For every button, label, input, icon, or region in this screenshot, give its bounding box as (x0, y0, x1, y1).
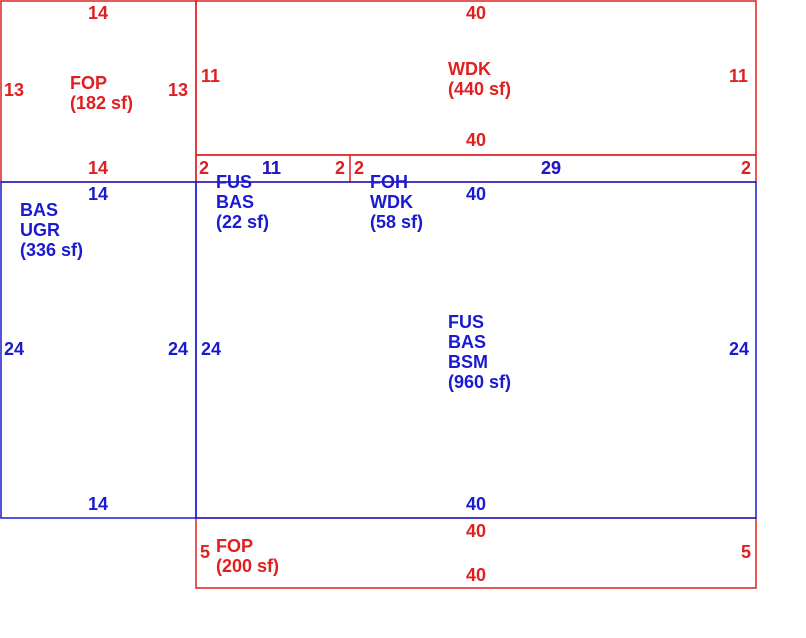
fus-bas-bsm-label-4: (960 sf) (448, 372, 511, 392)
bas-ugr-label-3: (336 sf) (20, 240, 83, 260)
fop-top-label-2: (182 sf) (70, 93, 133, 113)
dim-fop-bottom-left: 5 (200, 542, 210, 562)
foh-wdk-label-2: WDK (370, 192, 413, 212)
dim-fop-top-bottom: 14 (88, 158, 108, 178)
dim-main-top: 40 (466, 184, 486, 204)
dim-wdk-right: 11 (729, 66, 748, 86)
bas-ugr-label-1: BAS (20, 200, 58, 220)
fop-bottom-label-1: FOP (216, 536, 253, 556)
dim-strip-left: 2 (199, 158, 209, 178)
dim-strip-right: 2 (741, 158, 751, 178)
dim-wdk-top: 40 (466, 3, 486, 23)
main-outline (195, 181, 757, 519)
fop-top-label-1: FOP (70, 73, 107, 93)
dim-main-bottom: 40 (466, 494, 486, 514)
dim-fop-top-left: 13 (4, 80, 24, 100)
fus-bas-bsm-label-1: FUS (448, 312, 484, 332)
dim-fop-bottom-bottom: 40 (466, 565, 486, 585)
dim-wdk-left: 11 (201, 66, 220, 86)
fus-bas-small-label-2: BAS (216, 192, 254, 212)
dim-strip-mid-left: 2 (354, 158, 364, 178)
foh-wdk-label-1: FOH (370, 172, 408, 192)
fus-bas-bsm-label-2: BAS (448, 332, 486, 352)
wdk-label-1: WDK (448, 59, 491, 79)
wdk-label-2: (440 sf) (448, 79, 511, 99)
fop-bottom-label-2: (200 sf) (216, 556, 279, 576)
dim-fop-bottom-top: 40 (466, 521, 486, 541)
dim-bas-bottom: 14 (88, 494, 108, 514)
fus-bas-small-label-1: FUS (216, 172, 252, 192)
foh-wdk-label-3: (58 sf) (370, 212, 423, 232)
dim-bas-top: 14 (88, 184, 108, 204)
dim-bas-right: 24 (168, 339, 188, 359)
dim-strip-mid-right: 2 (335, 158, 345, 178)
dim-strip-11-blue: 11 (262, 158, 281, 178)
dim-strip-29-red: 29 (541, 158, 561, 178)
dim-wdk-bottom: 40 (466, 130, 486, 150)
dim-strip-11-red: 11 (262, 158, 281, 178)
fus-bas-small-label-3: (22 sf) (216, 212, 269, 232)
dim-main-right: 24 (729, 339, 749, 359)
dim-bas-left: 24 (4, 339, 24, 359)
fus-bas-bsm-label-3: BSM (448, 352, 488, 372)
dim-strip-29-blue: 29 (541, 158, 561, 178)
dim-fop-bottom-right: 5 (741, 542, 751, 562)
dim-fop-top-top: 14 (88, 3, 108, 23)
dim-fop-top-right: 13 (168, 80, 188, 100)
dim-main-left: 24 (201, 339, 221, 359)
bas-ugr-label-2: UGR (20, 220, 60, 240)
